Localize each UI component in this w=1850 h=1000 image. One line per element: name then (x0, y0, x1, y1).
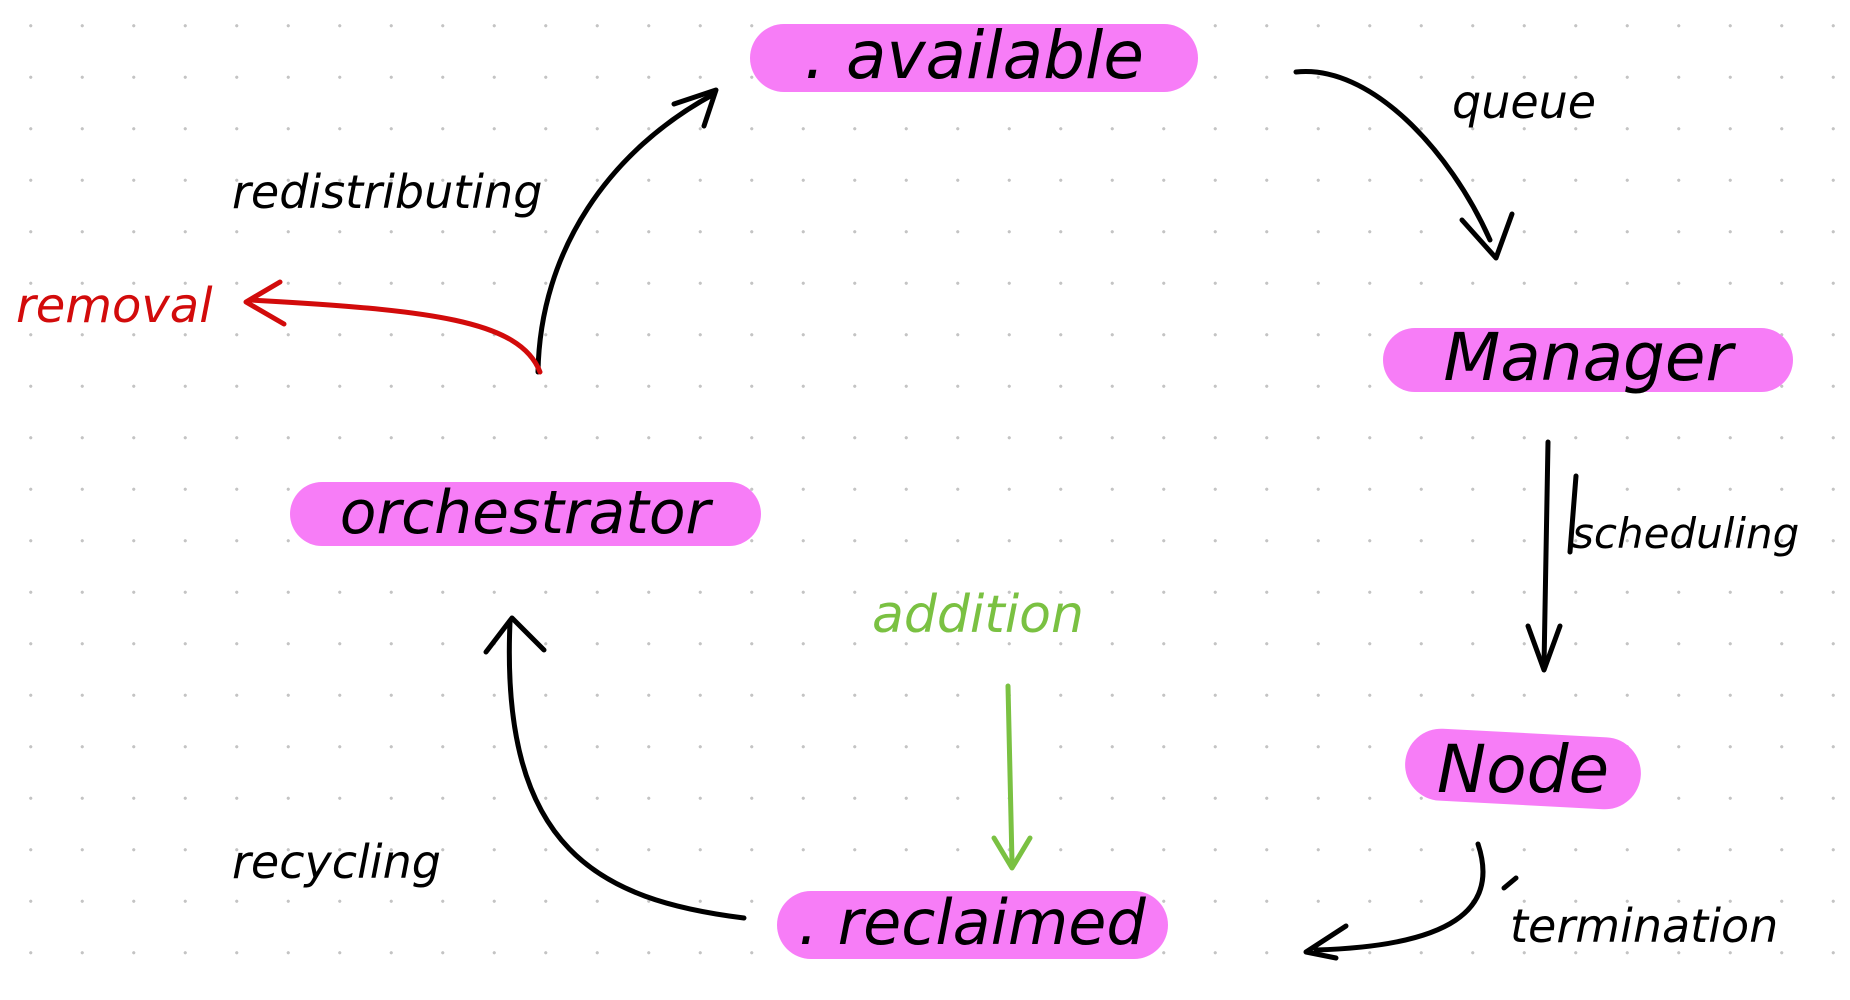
edge-addition-arrow (991, 683, 1033, 871)
edge-label-redistributing: redistributing (232, 165, 542, 219)
pill-node (1405, 728, 1641, 810)
node-orchestrator: orchestrator (340, 478, 714, 548)
edge-label-addition: addition (872, 585, 1084, 645)
edge-labels: queue scheduling termination recycling r… (16, 75, 1799, 953)
edge-label-scheduling: scheduling (1572, 509, 1799, 558)
edge-redistributing-arrow (535, 87, 719, 375)
pill-orchestrator (290, 482, 761, 546)
node-node: Node (1437, 731, 1609, 808)
edge-label-removal: removal (16, 278, 213, 334)
edge-termination-arrow (1303, 841, 1519, 961)
pill-available (750, 24, 1198, 92)
node-reclaimed: . reclaimed (798, 886, 1146, 959)
edge-label-termination: termination (1510, 899, 1778, 953)
highlight-pills (290, 24, 1793, 959)
edge-removal-arrow (243, 279, 543, 375)
edges (243, 69, 1579, 961)
edge-label-queue: queue (1452, 75, 1596, 129)
edge-recycling-arrow (483, 615, 747, 921)
node-available: . available (804, 17, 1144, 94)
edge-queue-arrow (1293, 69, 1515, 261)
node-manager: Manager (1443, 319, 1736, 396)
pill-manager (1383, 328, 1793, 392)
pill-reclaimed (777, 891, 1168, 959)
edge-scheduling-arrow (1525, 439, 1579, 673)
edge-label-recycling: recycling (232, 835, 441, 889)
node-labels: . available Manager Node . reclaimed orc… (340, 17, 1737, 959)
